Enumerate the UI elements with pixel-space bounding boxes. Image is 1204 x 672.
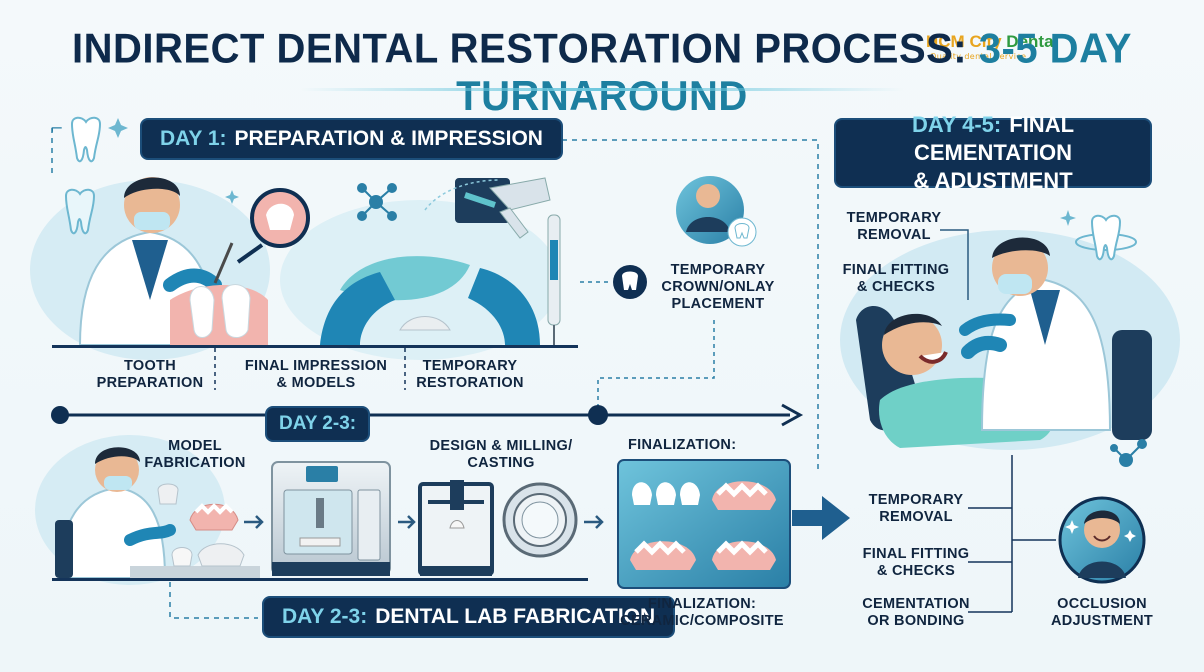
connector — [169, 582, 258, 619]
day1-pill-prefix: DAY 1: — [160, 127, 227, 150]
impression-tray-icon — [320, 256, 540, 345]
page-title: INDIRECT DENTAL RESTORATION PROCESS: 3-5… — [0, 26, 1204, 121]
patient-avatar-icon — [676, 176, 757, 247]
technician-icon — [55, 447, 176, 579]
milling-disc-icon — [502, 482, 578, 558]
day45-top-step-final-fitting: FINAL FITTING & CHECKS — [842, 262, 950, 295]
day23-baseline — [52, 578, 588, 581]
day45-step-final-fitting: FINAL FITTING & CHECKS — [862, 546, 970, 579]
teeth-model-icon — [170, 284, 268, 345]
day45-top-step-temporary-removal: TEMPORARY REMOVAL — [846, 210, 942, 243]
sparkle-icon — [108, 118, 239, 204]
title-accent: 3-5 DAY TURNAROUND — [456, 25, 1132, 120]
flow-arrow — [244, 515, 604, 529]
brand-logo: HCM City Dental — [926, 32, 1058, 52]
step-final-impression: FINAL IMPRESSION & MODELS — [244, 358, 388, 391]
casting-machine-icon — [418, 480, 494, 576]
day1-pill: DAY 1: PREPARATION & IMPRESSION — [140, 118, 563, 160]
big-arrow-icon — [792, 496, 850, 540]
day45-pill: DAY 4-5:FINAL CEMENTATION & ADUSTMENT — [834, 112, 1152, 193]
sparkle-icon — [1060, 210, 1076, 226]
timeline — [51, 403, 804, 427]
molecule-icon — [357, 183, 397, 221]
title-underline — [300, 88, 904, 91]
note-temporary-crown-placement: TEMPORARY CROWN/ONLAY PLACEMENT — [661, 262, 775, 312]
day23-bottom-pill-text: DENTAL LAB FABRICATION — [375, 605, 656, 628]
milling-machine-icon — [271, 461, 391, 576]
step-model-fabrication: MODEL FABRICATION — [144, 438, 246, 471]
zoom-tooth-icon — [236, 188, 310, 264]
day45-pill-line1: FINAL CEMENTATION — [913, 112, 1075, 165]
step-tooth-preparation: TOOTH PREPARATION — [96, 358, 204, 391]
dental-models-icon — [130, 483, 260, 578]
tooth-sparkle-icon — [1075, 214, 1137, 261]
day45-pill-line2: & ADUSTMENT — [913, 168, 1073, 193]
day23-bottom-pill-prefix: DAY 2-3: — [282, 605, 368, 628]
finalization-panel — [617, 459, 791, 589]
logo-name-part1: HCM City — [926, 32, 1002, 51]
decor-curve — [424, 179, 501, 211]
step-finalization: FINALIZATION: — [628, 437, 737, 453]
day23-top-pill-text: DAY 2-3: — [279, 413, 357, 434]
finalization-caption: FINALIZATION: CERAMIC/COMPOSITE — [620, 596, 784, 629]
day23-top-pill: DAY 2-3: — [265, 406, 371, 442]
title-main: INDIRECT DENTAL RESTORATION PROCESS: — [72, 25, 968, 72]
dentist-icon — [959, 237, 1112, 431]
day1-pill-text: PREPARATION & IMPRESSION — [234, 127, 543, 150]
day1-baseline — [52, 345, 578, 348]
impression-gun-icon — [455, 177, 551, 239]
crown-badge-icon — [613, 265, 647, 299]
happy-patient-icon — [1058, 496, 1146, 584]
step-design-milling: DESIGN & MILLING/ CASTING — [429, 438, 573, 471]
logo-name-part2: Dental — [1006, 32, 1059, 51]
tooth-icon — [70, 116, 102, 163]
step-temporary-restoration: TEMPORARY RESTORATION — [416, 358, 524, 391]
corner-bracket-icon: ⌐ — [50, 119, 63, 138]
bracket-line — [940, 229, 969, 300]
day45-step-temporary-removal: TEMPORARY REMOVAL — [868, 492, 964, 525]
scanner-icon — [547, 214, 561, 345]
logo-tagline: Quality dental service — [930, 52, 1027, 61]
molecule-icon — [1110, 439, 1147, 467]
day23-bottom-pill: DAY 2-3: DENTAL LAB FABRICATION — [262, 596, 676, 638]
tooth-icon — [64, 188, 96, 235]
connector — [597, 320, 715, 410]
day45-step-cementation: CEMENTATION OR BONDING — [862, 596, 970, 629]
day45-pill-prefix: DAY 4-5: — [911, 112, 1002, 137]
day45-step-occlusion-adjustment: OCCLUSION ADJUSTMENT — [1050, 596, 1154, 629]
tree-lines — [968, 455, 1056, 613]
